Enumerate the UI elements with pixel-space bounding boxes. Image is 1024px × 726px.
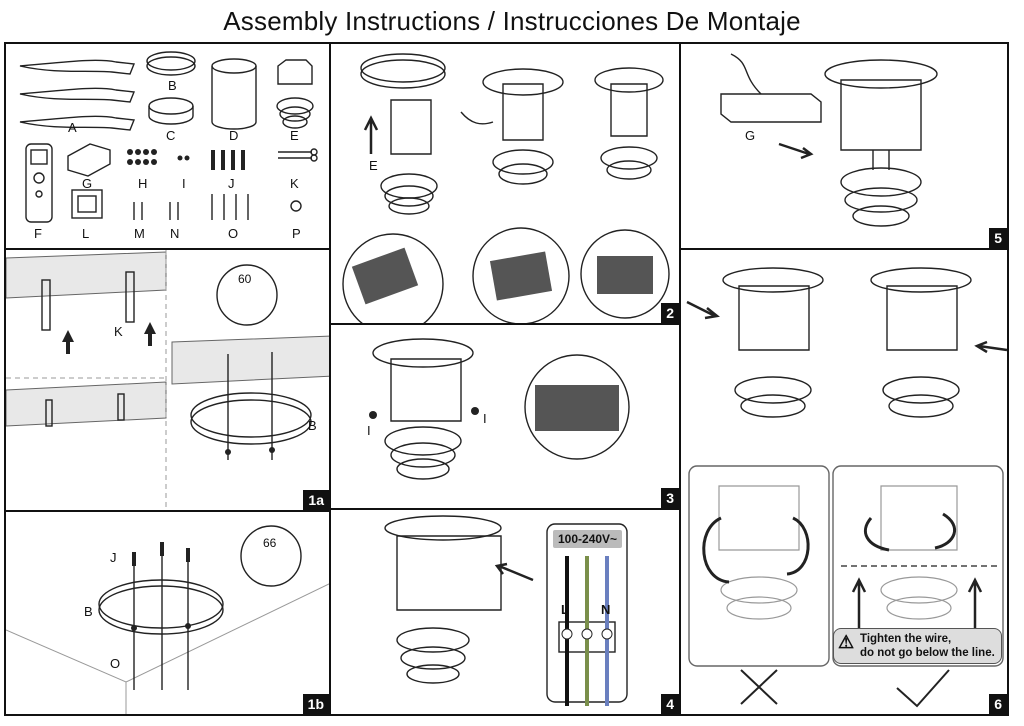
parts-illustration	[19, 51, 318, 223]
page-title: Assembly Instructions / Instrucciones De…	[223, 6, 801, 36]
part-label-p: P	[292, 226, 301, 241]
step-badge-1b: 1b	[302, 694, 329, 714]
part-label-i-3a: I	[367, 423, 371, 438]
motor-secure-illustration	[369, 338, 630, 480]
part-label-a: A	[68, 120, 77, 135]
part-label-b: B	[168, 78, 177, 93]
part-label-o: O	[228, 226, 239, 241]
step-badge-5: 5	[989, 228, 1007, 248]
step-4-panel: 100-240V~ L N 4	[329, 508, 681, 716]
step-badge-4: 4	[661, 694, 679, 714]
step-3-panel: I I 3	[329, 323, 681, 510]
step-6-panel: ⚠ Tighten the wire, do not go below the …	[679, 248, 1009, 716]
step-2-panel: E 2	[329, 42, 681, 325]
part-label-j-1b: J	[110, 550, 117, 565]
part-label-k: K	[290, 176, 299, 191]
part-label-f: F	[34, 226, 42, 241]
part-label-g-5: G	[745, 128, 756, 143]
step-5-panel: G 5	[679, 42, 1009, 250]
part-label-c: C	[166, 128, 176, 143]
part-label-g: G	[82, 176, 93, 191]
dimension-66: 66	[263, 536, 277, 550]
bracket-attach-illustration	[342, 53, 670, 323]
part-label-h: H	[138, 176, 148, 191]
warning-icon: ⚠	[838, 632, 855, 652]
part-label-i: I	[182, 176, 186, 191]
part-label-l: L	[82, 226, 90, 241]
part-label-k-1a: K	[114, 324, 123, 339]
parts-panel: A B C D E F G H I J K L M N O P	[4, 42, 331, 250]
part-label-d: D	[229, 128, 239, 143]
ceiling-anchor-illustration	[6, 250, 329, 510]
part-label-e-2: E	[369, 158, 378, 173]
step-1b-panel: J B O 66 1b	[4, 510, 331, 716]
neutral-terminal-label: N	[601, 602, 611, 617]
part-label-o-1b: O	[110, 656, 121, 671]
part-label-i-3b: I	[483, 411, 487, 426]
part-label-j: J	[228, 176, 235, 191]
wiring-illustration	[384, 515, 628, 706]
step-badge-3: 3	[661, 488, 679, 508]
voltage-label: 100-240V~	[553, 530, 623, 548]
part-label-m: M	[134, 226, 145, 241]
step-badge-2: 2	[661, 303, 679, 323]
part-label-b-1b: B	[84, 604, 93, 619]
part-label-b-1a: B	[308, 418, 317, 433]
wire-tuck-illustration	[686, 267, 1007, 708]
part-label-e: E	[290, 128, 299, 143]
live-terminal-label: L	[561, 602, 569, 617]
receiver-insert-illustration	[720, 53, 938, 227]
tighten-wire-note: ⚠ Tighten the wire, do not go below the …	[833, 628, 1002, 664]
plate-mount-illustration	[6, 525, 329, 714]
dimension-60: 60	[238, 272, 252, 286]
note-line-1: Tighten the wire,	[860, 633, 952, 645]
part-label-n: N	[170, 226, 180, 241]
step-1a-panel: K 60 B 1a	[4, 248, 331, 512]
note-line-2: do not go below the line.	[860, 647, 995, 659]
step-badge-6: 6	[989, 694, 1007, 714]
step-badge-1a: 1a	[303, 490, 329, 510]
